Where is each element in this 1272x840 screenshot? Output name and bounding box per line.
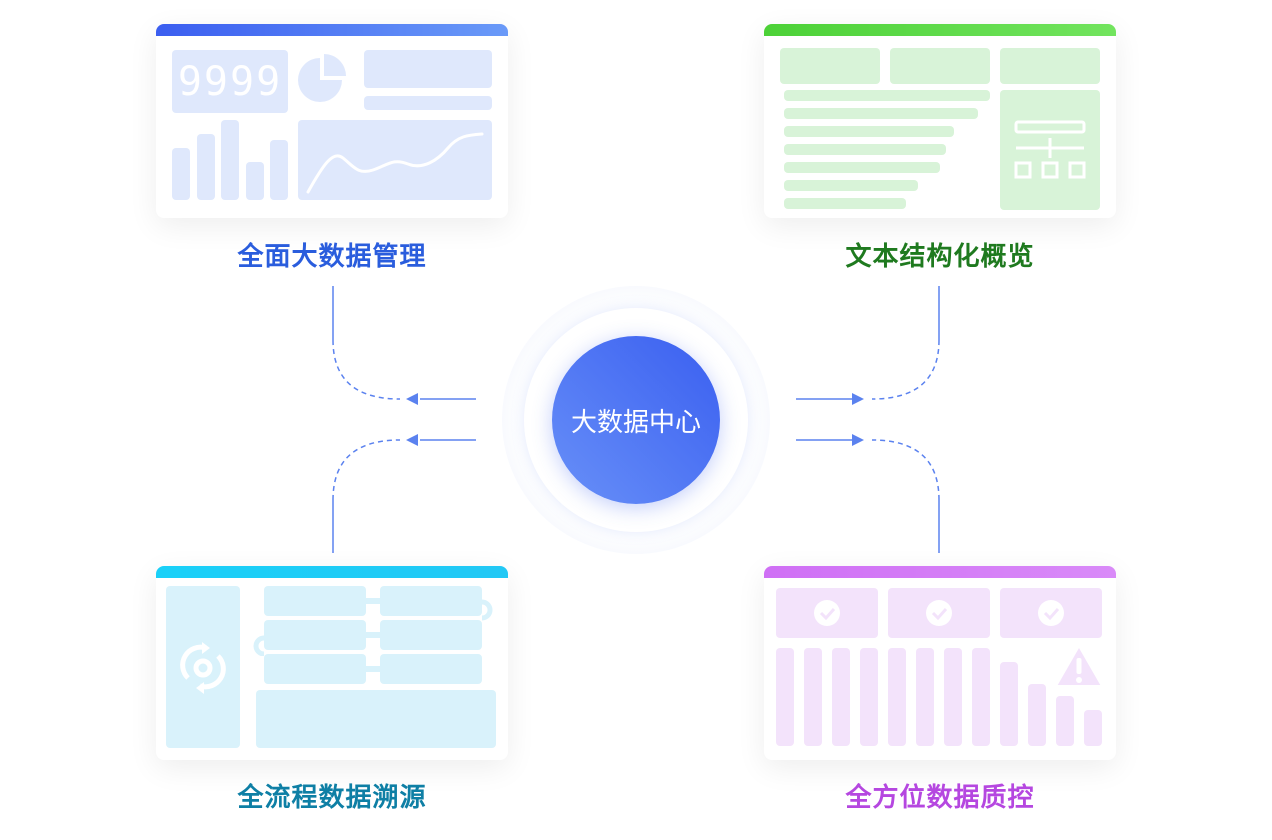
arrow-left-icon: [406, 434, 418, 446]
text-line: [784, 108, 978, 119]
arrow-right-icon: [852, 434, 864, 446]
warning-icon: [1055, 645, 1103, 687]
structure-panel: [1000, 90, 1100, 210]
flow-step: [264, 654, 366, 684]
card-data-tracing[interactable]: [156, 566, 508, 760]
bar: [916, 648, 934, 746]
text-line: [784, 126, 954, 137]
line-chart: [298, 120, 492, 200]
card-title: 全方位数据质控: [845, 783, 1035, 813]
bar: [1028, 684, 1046, 746]
bar: [172, 148, 190, 200]
counter-value: 9999: [177, 58, 283, 105]
bar: [972, 648, 990, 746]
bar: [1084, 710, 1102, 746]
placeholder-block: [780, 48, 880, 84]
card-text-structuring[interactable]: [764, 24, 1116, 218]
flow-step: [380, 654, 482, 684]
placeholder-block: [256, 690, 496, 748]
bar: [832, 648, 850, 746]
text-line: [784, 198, 906, 209]
big-data-center[interactable]: 大数据中心: [552, 336, 720, 504]
card-header: [156, 566, 508, 578]
placeholder-block: [1000, 48, 1100, 84]
bar: [944, 648, 962, 746]
arrow-right-icon: [852, 393, 864, 405]
hierarchy-icon: [1014, 120, 1086, 179]
card-title: 全流程数据溯源: [237, 783, 427, 813]
placeholder-block: [364, 50, 492, 88]
check-circle-icon: [1038, 600, 1064, 626]
card-title: 全面大数据管理: [237, 242, 427, 272]
bar: [776, 648, 794, 746]
check-block: [776, 588, 878, 638]
card-header: [764, 24, 1116, 36]
card-header: [156, 24, 508, 36]
flow-step: [380, 586, 482, 616]
card-quality-control[interactable]: [764, 566, 1116, 760]
bar: [1000, 662, 1018, 746]
pie-chart-icon: [298, 54, 346, 102]
card-data-management[interactable]: 9999: [156, 24, 508, 218]
bar: [246, 162, 264, 200]
bar: [888, 648, 906, 746]
text-line: [784, 180, 918, 191]
card-header: [764, 566, 1116, 578]
card-title: 文本结构化概览: [845, 242, 1035, 272]
flow-step: [264, 586, 366, 616]
check-block: [1000, 588, 1102, 638]
sync-gear-icon: [180, 642, 226, 694]
bar: [804, 648, 822, 746]
bar: [197, 134, 215, 200]
bar: [270, 140, 288, 200]
side-panel: [166, 586, 240, 748]
text-line: [784, 144, 946, 155]
loop-arrows-icon: [253, 599, 493, 656]
flow-step: [380, 620, 482, 650]
center-label: 大数据中心: [570, 407, 701, 438]
text-line: [784, 162, 940, 173]
bar: [221, 120, 239, 200]
arrow-left-icon: [406, 393, 418, 405]
bar: [860, 648, 878, 746]
check-circle-icon: [926, 600, 952, 626]
placeholder-block: [890, 48, 990, 84]
bar: [1056, 696, 1074, 746]
flow-step: [264, 620, 366, 650]
text-line: [784, 90, 990, 101]
counter-box: 9999: [172, 50, 288, 113]
check-block: [888, 588, 990, 638]
placeholder-block: [364, 96, 492, 110]
check-circle-icon: [814, 600, 840, 626]
